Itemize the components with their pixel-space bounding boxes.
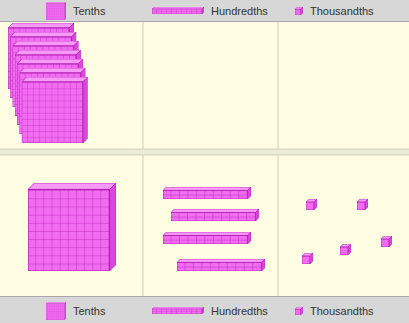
legend-item: Thousandths <box>295 0 374 21</box>
legend-label: Tenths <box>73 5 105 17</box>
rod-swatch <box>152 7 204 14</box>
flat-swatch <box>46 2 66 20</box>
cube-swatch <box>295 307 303 315</box>
flat-swatch <box>46 302 66 320</box>
legend-label: Thousandths <box>310 305 374 317</box>
legend-label: Hundredths <box>211 5 268 17</box>
legend-label: Hundredths <box>211 305 268 317</box>
legend-item: Hundredths <box>152 297 268 323</box>
legend-item: Hundredths <box>152 0 268 21</box>
cube-swatch <box>295 7 303 15</box>
legend-item: Tenths <box>46 297 105 323</box>
legend-label: Thousandths <box>310 5 374 17</box>
legend-bar: Tenths Hundredths Thousandths <box>0 0 409 22</box>
rod-swatch <box>152 307 204 314</box>
legend-item: Tenths <box>46 0 105 21</box>
legend-bar: Tenths Hundredths Thousandths <box>0 296 409 323</box>
legend-label: Tenths <box>73 305 105 317</box>
legend-item: Thousandths <box>295 297 374 323</box>
